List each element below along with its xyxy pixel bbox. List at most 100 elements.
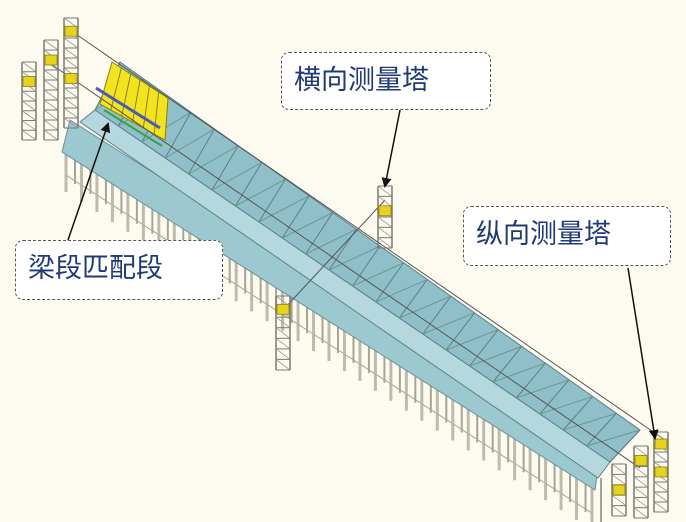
beam-bottom-flange [61,119,601,491]
tower-target-plate [64,25,78,37]
tower-brace [63,87,79,99]
support-brace [251,294,268,305]
formwork-grid [110,67,160,135]
tower-brace [63,107,79,119]
support-brace [452,423,469,435]
tower-brace [275,337,291,350]
support-brace [498,453,515,464]
formwork-grid-line [110,67,122,111]
truss-diagonal [586,429,641,447]
support-brace [514,463,531,474]
truss-diagonal [305,228,357,255]
tower-brace [43,79,59,91]
formwork-grid-line [121,73,132,117]
tower-target-plate [64,73,78,84]
truss-diagonal [563,412,617,431]
tower-brace [63,117,79,129]
tower-brace [21,120,37,131]
formwork-rail-blue [95,86,161,130]
truss-post [398,279,428,319]
tower-brace [633,476,649,488]
sight-line-transverse [282,199,386,311]
truss-post [539,379,570,415]
measurement-tower [21,61,37,141]
formwork-grid-line [132,79,141,123]
support-brace [81,184,98,196]
support-brace [359,363,376,375]
truss-post [422,295,452,335]
truss-post [515,362,546,399]
tower-brace [21,100,37,112]
tower-target-plate [276,303,290,315]
tower-target-plate [22,76,36,87]
tower-brace [633,466,649,478]
truss-post [211,145,239,191]
truss-diagonal [211,161,263,191]
beam-truss-bracing [94,61,641,463]
tower-brace [377,227,393,238]
support-brace [297,323,314,335]
truss-post [492,346,523,383]
support-brace [96,194,113,206]
truss-post [609,429,641,463]
truss-diagonal [235,178,286,207]
support-brace [483,443,500,454]
tower-brace [275,359,291,371]
truss-post [164,111,192,159]
truss-post [445,312,475,351]
sight-line-longitudinal [69,29,666,441]
support-brace [65,174,82,186]
truss-diagonal [352,262,404,287]
measurement-towers [21,17,669,519]
support-brace [127,214,144,226]
tower-brace [275,327,291,339]
tower-brace [43,129,59,141]
truss-diagonal [469,345,522,367]
truss-diagonal [492,362,546,383]
truss-post [375,262,405,303]
measurement-tower [633,445,649,519]
support-brace [220,274,237,285]
tower-brace [633,507,649,519]
tower-brace [377,196,393,207]
truss-diagonal [164,128,215,159]
tower-brace [21,110,37,121]
truss-diagonal [188,145,239,175]
tower-target-plate [654,466,668,478]
truss-post [305,212,334,255]
support-brace [375,373,392,385]
support-brace [235,284,252,295]
measurement-tower [43,39,59,141]
measurement-tower [63,17,79,129]
beam-top-deck [79,109,611,479]
tower-target-plate [654,438,668,450]
tower-brace [653,481,669,493]
support-brace [328,343,345,355]
tower-brace [377,185,393,197]
tower-brace [611,463,627,475]
tower-brace [653,491,669,503]
tower-brace [633,445,649,457]
truss-diagonal [539,396,593,415]
truss-diagonal [516,379,570,399]
support-brace [467,433,484,445]
truss-post [235,162,263,207]
tower-brace [43,99,59,111]
truss-post [586,412,617,447]
tower-brace [21,61,37,73]
tower-brace [43,89,59,101]
tower-brace [43,39,59,51]
arrow-match-segment [67,122,111,241]
formwork-grid-line [142,85,150,129]
sight-line-longitudinal-2 [44,59,641,469]
tower-brace [21,129,37,141]
measurement-tower [653,431,669,513]
tower-brace [43,109,59,121]
arrow-transverse-tower [381,109,401,188]
support-brace [344,353,361,365]
support-brace [545,482,562,494]
tower-brace [43,69,59,81]
truss-post [188,128,215,175]
